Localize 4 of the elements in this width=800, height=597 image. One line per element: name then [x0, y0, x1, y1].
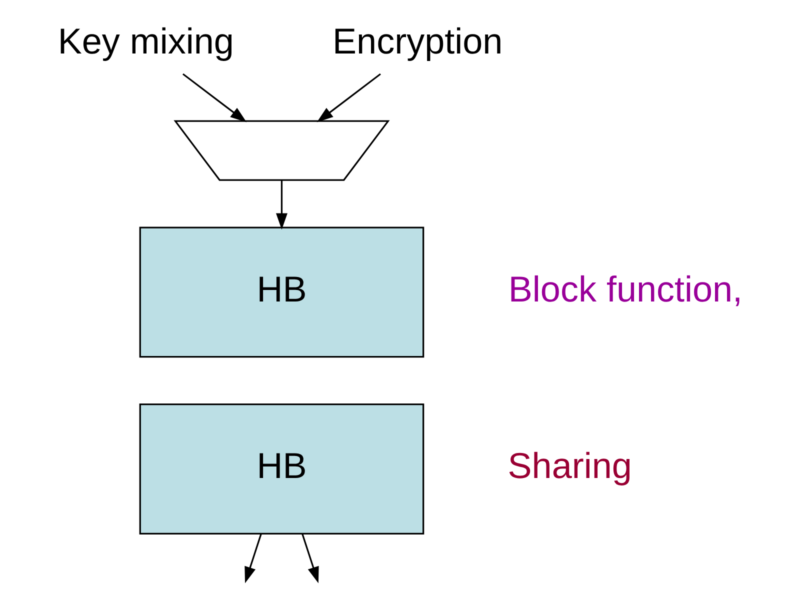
label: Sharing: [508, 445, 632, 486]
node-text: Key mixing: [58, 20, 234, 62]
label: Block function,: [508, 268, 743, 310]
node-text: Encryption: [332, 20, 503, 62]
